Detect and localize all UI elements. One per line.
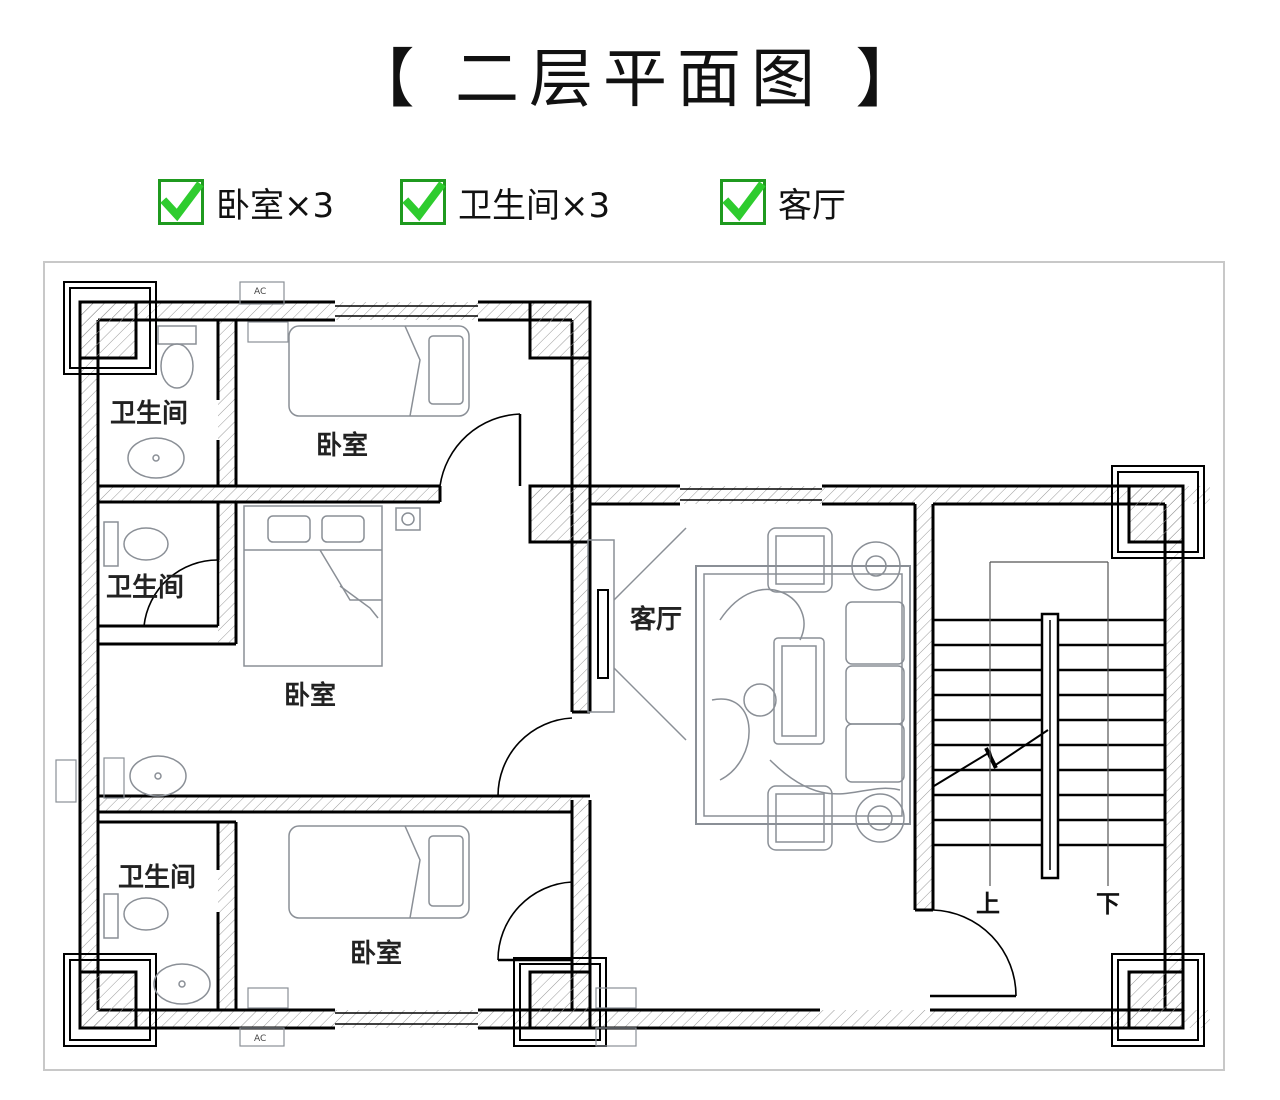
legend-label: 客厅 [778, 185, 846, 226]
walls [78, 300, 1185, 1030]
living-room-furniture [587, 527, 911, 851]
room-label-living-room: 客厅 [630, 604, 682, 635]
ac-units [55, 281, 637, 1047]
bathroom-fixtures [103, 325, 211, 1005]
room-label-bedroom-mid: 卧室 [284, 680, 336, 711]
ac-label: AC [254, 1034, 266, 1044]
check-icon [158, 179, 204, 225]
legend-item-bathroom: 卫生间×3 [400, 176, 610, 228]
check-icon [720, 179, 766, 225]
stair-label-down: 下 [1096, 890, 1120, 918]
wall-hatching [80, 302, 1210, 1028]
room-label-bathroom-mid: 卫生间 [106, 573, 184, 603]
check-icon [400, 179, 446, 225]
room-label-bedroom-top: 卧室 [316, 430, 368, 461]
room-label-bedroom-bottom: 卧室 [350, 938, 402, 969]
stair-arrows [989, 561, 1109, 886]
room-label-bathroom-top: 卫生间 [110, 399, 188, 429]
doors [143, 413, 1017, 998]
ac-label: AC [254, 287, 266, 297]
plan-frame [43, 261, 1225, 1071]
room-label-bathroom-bottom: 卫生间 [118, 863, 196, 893]
bed-middle [243, 505, 421, 667]
page-title: 【 二层平面图 】 [350, 43, 930, 117]
stair-label-up: 上 [976, 890, 1000, 918]
legend-item-bedroom: 卧室×3 [158, 176, 334, 228]
legend-item-living-room: 客厅 [720, 176, 846, 228]
legend-label: 卫生间×3 [458, 185, 611, 226]
corner-columns [63, 281, 1205, 1047]
bed-top [288, 325, 470, 417]
legend-label: 卧室×3 [216, 185, 335, 226]
stairs [933, 612, 1165, 880]
bed-bottom [288, 825, 470, 919]
